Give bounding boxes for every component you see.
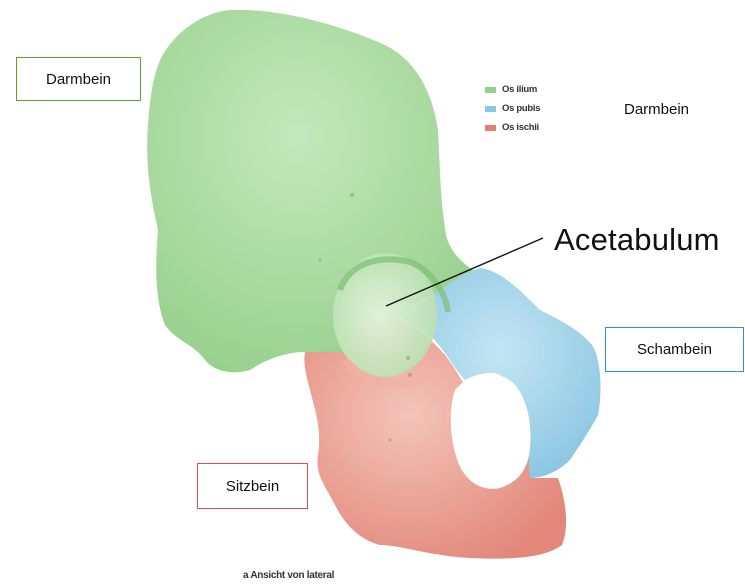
legend-label-ischii: Os ischii	[502, 122, 539, 133]
darmbein-label-box: Darmbein	[16, 57, 141, 101]
sitzbein-label-box: Sitzbein	[197, 463, 308, 509]
color-legend: Os ilium Os pubis Os ischii	[485, 80, 540, 137]
legend-item-ilium: Os ilium	[485, 80, 540, 99]
legend-item-pubis: Os pubis	[485, 99, 540, 118]
schambein-label-box: Schambein	[605, 327, 744, 372]
darmbein-label: Darmbein	[46, 71, 111, 88]
legend-label-ilium: Os ilium	[502, 84, 537, 95]
legend-item-ischii: Os ischii	[485, 118, 540, 137]
legend-swatch-ischii	[485, 125, 496, 131]
legend-swatch-ilium	[485, 87, 496, 93]
legend-label-pubis: Os pubis	[502, 103, 540, 114]
figure-caption: a Ansicht von lateral	[243, 570, 334, 581]
acetabulum-label: Acetabulum	[554, 222, 720, 258]
legend-swatch-pubis	[485, 106, 496, 112]
sitzbein-label: Sitzbein	[226, 478, 279, 495]
darmbein-label-legend: Darmbein	[624, 101, 689, 118]
schambein-label: Schambein	[637, 341, 712, 358]
